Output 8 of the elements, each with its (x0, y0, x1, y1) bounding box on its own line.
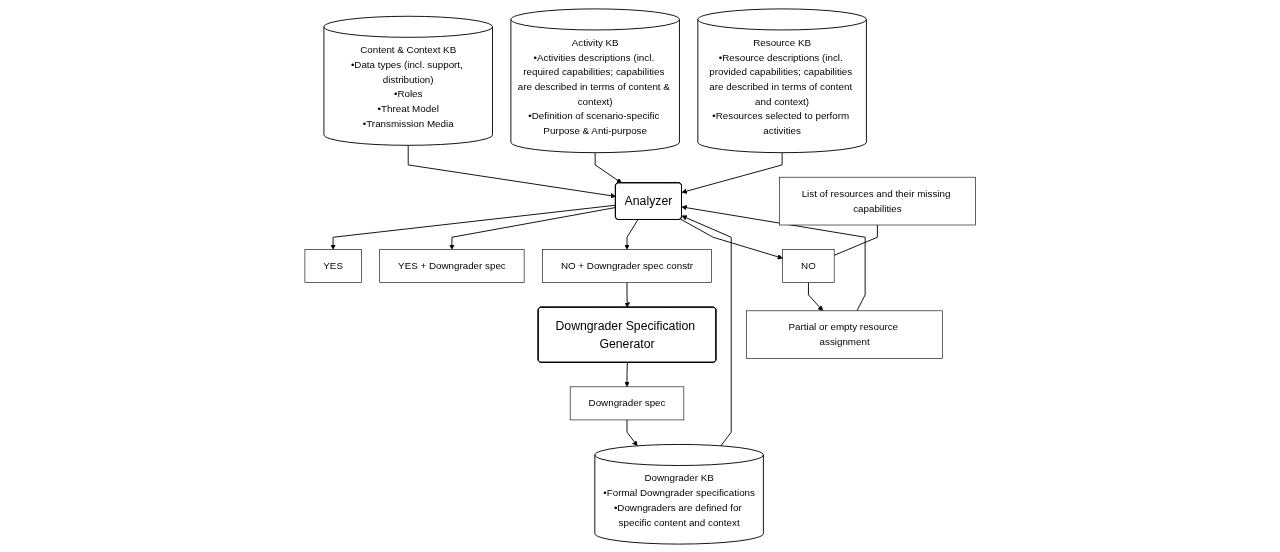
node-box: YES (304, 248, 362, 283)
connector (833, 224, 878, 256)
node-box: Downgrader spec (569, 386, 684, 420)
node-box: YES + Downgrader spec (379, 248, 525, 283)
node-box: NO + Downgrader spec constr (542, 248, 712, 283)
node-box: List of resources and their missing capabilities (778, 176, 976, 225)
node-box: Partial or empty resource assignment (746, 310, 943, 359)
node-box: NO (782, 248, 835, 283)
